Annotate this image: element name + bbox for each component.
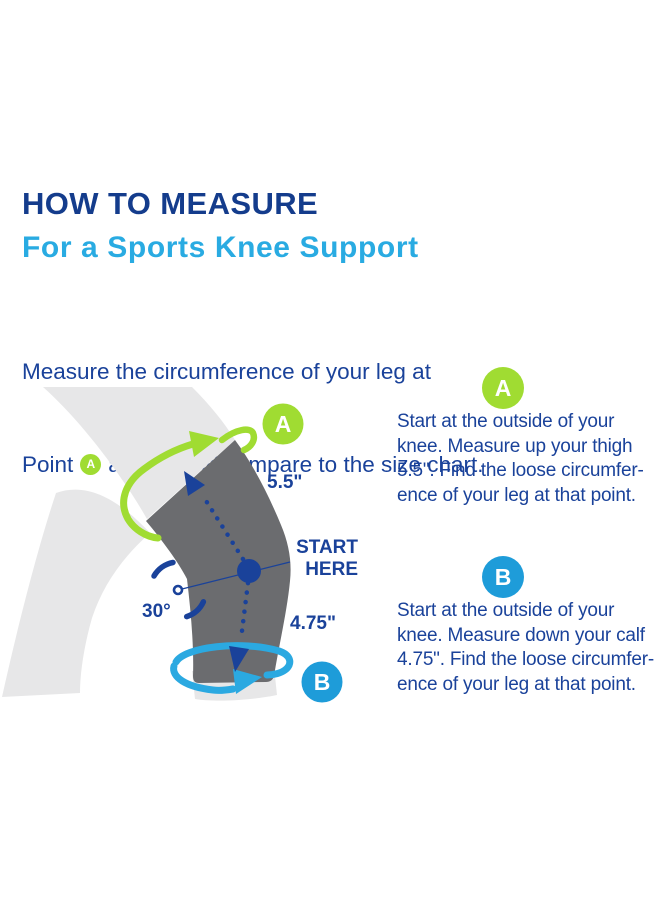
leg-hip-silhouette — [43, 387, 235, 519]
diagram-badge-b-letter: B — [314, 669, 331, 695]
section-a-badge: A — [482, 367, 524, 409]
angle-arc-lower — [183, 599, 207, 620]
section-a-instructions: Start at the outside of your knee. Measu… — [397, 411, 644, 506]
angle-reference-line — [177, 561, 291, 591]
knee-support-sleeve — [146, 440, 291, 683]
thigh-measure-arrowhead-icon — [189, 431, 219, 457]
up-arrowhead-icon — [184, 471, 205, 496]
calf-measure-label: 4.75" — [290, 613, 336, 634]
start-here-label-line2: HERE — [305, 559, 358, 580]
intro-line1-text: Measure the circumference of your leg at — [22, 359, 431, 384]
thigh-measure-arrow-arc — [120, 440, 197, 542]
diagram-badge-a-letter: A — [275, 411, 292, 437]
knee-measure-diagram: 5.5" START HERE 4.75" 30° A B — [2, 387, 358, 703]
diagram-badge-a — [262, 403, 304, 445]
calf-measure-arrow-front — [170, 662, 237, 694]
angle-vertex-dot — [172, 584, 184, 596]
intro-line-1: Measure the circumference of your leg at — [22, 356, 484, 387]
point-a-badge-inline: A — [80, 454, 102, 475]
calf-measure-arrow-back — [172, 642, 294, 679]
calf-measure-arrowhead-icon — [233, 669, 262, 694]
start-here-dot — [237, 559, 261, 583]
thigh-measure-arrow-tail — [218, 426, 258, 454]
start-here-label-line1: START — [296, 537, 358, 558]
section-b-instructions: Start at the outside of your knee. Measu… — [397, 600, 654, 695]
angle-label: 30° — [142, 601, 171, 622]
down-arrowhead-icon — [229, 646, 249, 672]
leg-shin-silhouette — [2, 489, 150, 697]
diagram-badge-b — [301, 661, 343, 703]
dotted-line-up — [200, 493, 246, 562]
page-subtitle: For a Sports Knee Support — [22, 231, 419, 264]
section-b-badge: B — [482, 556, 524, 598]
intro-point-text: Point — [22, 452, 74, 477]
page-title: HOW TO MEASURE — [22, 186, 319, 221]
angle-arc-upper — [151, 559, 176, 579]
thigh-measure-label: 5.5" — [267, 472, 302, 493]
dotted-line-down — [238, 580, 251, 642]
